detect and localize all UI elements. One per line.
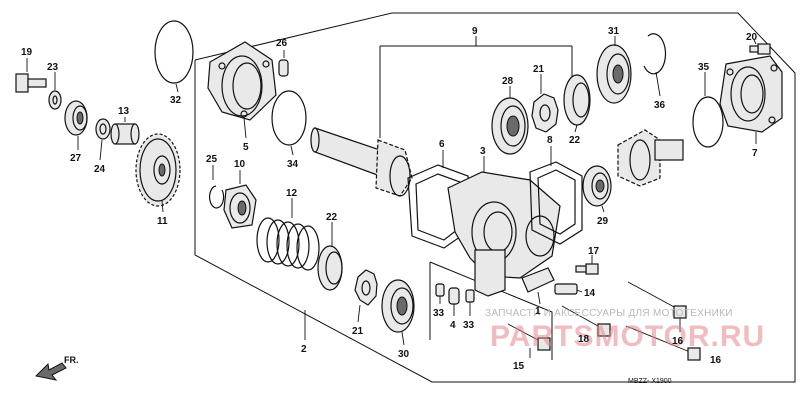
part-label: 4 [450, 320, 456, 331]
part-label: 20 [746, 32, 758, 43]
part-label: 9 [472, 26, 478, 37]
damper-cam-10 [223, 170, 257, 229]
bearing-29 [582, 165, 612, 213]
part-label: 27 [70, 153, 82, 164]
part-label: 1 [535, 306, 541, 317]
part-label: 3 [480, 146, 486, 157]
part-label: 2 [301, 344, 307, 355]
circlip-25 [208, 165, 225, 209]
o-ring-34 [271, 90, 307, 156]
part-label: 18 [578, 334, 590, 345]
part-label: 6 [439, 139, 445, 150]
part-label: 29 [597, 216, 609, 227]
plug-4 [448, 287, 460, 316]
o-ring-35 [692, 72, 724, 148]
cover-7 [719, 55, 783, 144]
bolt-15 [507, 323, 551, 358]
bolt-17 [575, 255, 599, 275]
part-label: 15 [513, 361, 525, 372]
dowel-33-left [435, 283, 445, 304]
part-label: 30 [398, 349, 410, 360]
bearing-28 [491, 86, 529, 155]
part-label: 35 [698, 62, 710, 73]
part-label: 31 [608, 26, 620, 37]
part-label: 21 [533, 64, 545, 75]
bolt-16-upper [627, 281, 687, 332]
part-number-labels: 19 23 27 24 13 11 32 26 5 34 25 10 12 22… [21, 26, 758, 372]
part-label: 11 [157, 216, 168, 227]
gasket-8 [529, 146, 583, 245]
part-label: 32 [170, 95, 182, 106]
part-label: 16 [672, 336, 684, 347]
bolt-16-lower [625, 325, 701, 361]
part-label: 12 [286, 188, 298, 199]
pin-26 [278, 50, 289, 77]
spring-12 [256, 198, 320, 271]
plate-14 [554, 283, 583, 295]
circlip-36 [643, 33, 667, 97]
assembly-frame [194, 12, 796, 383]
part-label: 10 [234, 159, 246, 170]
part-label: 26 [276, 38, 288, 49]
part-label: 24 [94, 164, 106, 175]
cam-21-left [354, 269, 378, 323]
part-label: 33 [463, 320, 475, 331]
housing-cover-5 [207, 41, 277, 139]
part-label: 34 [287, 159, 299, 170]
part-label: 21 [352, 326, 364, 337]
part-label: 36 [654, 100, 666, 111]
ring-gear [617, 129, 684, 187]
bolt-18 [561, 305, 611, 337]
direction-label: FR. [64, 355, 79, 365]
part-label: 16 [710, 355, 722, 366]
part-label: 22 [569, 135, 581, 146]
stopper-1 [521, 267, 555, 305]
watermark-brand: PARTSMOTOR.RU [490, 320, 765, 353]
bearing-30 [381, 279, 415, 346]
bearing-22-upper [563, 74, 591, 133]
part-label: 22 [326, 212, 338, 223]
part-label: 14 [584, 288, 596, 299]
bearing-31 [596, 36, 632, 104]
part-label: 7 [752, 148, 758, 159]
part-label: 19 [21, 47, 33, 58]
gear-case-3 [447, 156, 561, 297]
part-label: 5 [243, 142, 249, 153]
bolt-19 [15, 58, 47, 93]
part-label: 13 [118, 106, 130, 117]
pinion-shaft [310, 127, 413, 197]
dowel-33-right [465, 289, 475, 316]
part-label: 28 [502, 76, 514, 87]
watermark-tagline: ЗАПЧАСТИ И АКСЕССУАРЫ ДЛЯ МОТОТЕХНИКИ [485, 308, 733, 319]
part-label: 8 [547, 135, 553, 146]
bearing-22-left [317, 222, 343, 291]
bolt-20 [749, 39, 771, 55]
collar-13 [110, 117, 140, 145]
o-ring-32 [154, 20, 194, 93]
diagram-code: MBZZ- X1900 [628, 378, 672, 385]
part-label: 33 [433, 308, 445, 319]
part-label: 25 [206, 154, 218, 165]
washer-23 [48, 72, 62, 110]
washer-24 [95, 118, 111, 161]
part-label: 23 [47, 62, 59, 73]
front-direction-arrow: FR. [34, 355, 79, 381]
gear-11 [135, 133, 181, 213]
bearing-27 [64, 100, 88, 150]
part-label: 17 [588, 246, 600, 257]
cam-21-upper [531, 74, 559, 133]
